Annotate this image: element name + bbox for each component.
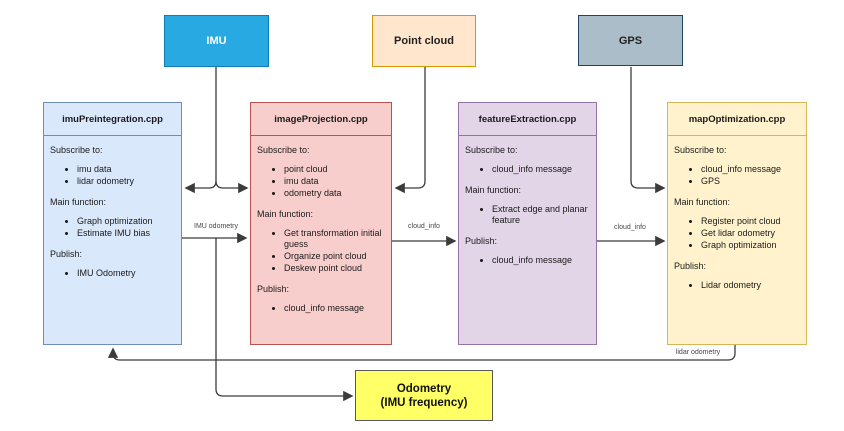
- connector-imu-to-imageprojection: [215, 180, 249, 194]
- list-item: Extract edge and planar feature: [492, 204, 591, 226]
- module-imupreintegration: imuPreintegration.cpp Subscribe to: imu …: [43, 102, 182, 345]
- module-title: mapOptimization.cpp: [668, 103, 806, 136]
- connector-pointcloud-to-imageprojection: [394, 67, 426, 194]
- module-body: Subscribe to: cloud_info message Main fu…: [459, 136, 596, 266]
- section-list: Register point cloud Get lidar odometry …: [674, 216, 801, 251]
- list-item: cloud_info message: [701, 164, 801, 175]
- section-label: Subscribe to:: [50, 145, 103, 155]
- list-item: Get lidar odometry: [701, 228, 801, 239]
- section-label: Publish:: [465, 236, 498, 246]
- module-title: imageProjection.cpp: [251, 103, 391, 136]
- list-item: cloud_info message: [492, 164, 591, 175]
- section-label: Publish:: [257, 284, 290, 294]
- section-list: cloud_info message: [257, 303, 386, 314]
- list-item: Estimate IMU bias: [77, 228, 176, 239]
- list-item: Graph optimization: [701, 240, 801, 251]
- source-box-point-cloud: Point cloud: [372, 15, 476, 67]
- section-label: Main function:: [50, 197, 107, 207]
- section-label: Main function:: [674, 197, 731, 207]
- section-list: point cloud imu data odometry data: [257, 164, 386, 199]
- edge-label-cloud-info-1: cloud_info: [408, 223, 440, 230]
- module-body: Subscribe to: cloud_info message GPS Mai…: [668, 136, 806, 291]
- source-label-point-cloud: Point cloud: [394, 35, 454, 47]
- output-box-line1: Odometry: [396, 382, 452, 395]
- section-list: Extract edge and planar feature: [465, 204, 591, 226]
- output-box-odometry: Odometry (IMU frequency): [355, 370, 493, 421]
- list-item: odometry data: [284, 188, 386, 199]
- module-title: imuPreintegration.cpp: [44, 103, 181, 136]
- list-item: point cloud: [284, 164, 386, 175]
- section-label: Publish:: [50, 249, 83, 259]
- connector-lidarodometry-feedback: [107, 345, 736, 361]
- section-list: cloud_info message: [465, 255, 591, 266]
- section-list: Graph optimization Estimate IMU bias: [50, 216, 176, 239]
- list-item: imu data: [77, 164, 176, 175]
- edge-label-cloud-info-2: cloud_info: [614, 224, 646, 231]
- module-body: Subscribe to: point cloud imu data odome…: [251, 136, 391, 314]
- list-item: Get transformation initial guess: [284, 228, 386, 250]
- section-label: Subscribe to:: [257, 145, 310, 155]
- section-label: Main function:: [465, 185, 522, 195]
- section-list: Get transformation initial guess Organiz…: [257, 228, 386, 274]
- edge-label-imu-odometry: IMU odometry: [194, 223, 238, 230]
- section-list: IMU Odometry: [50, 268, 176, 279]
- list-item: cloud_info message: [284, 303, 386, 314]
- list-item: Lidar odometry: [701, 280, 801, 291]
- section-list: cloud_info message GPS: [674, 164, 801, 187]
- list-item: Deskew point cloud: [284, 263, 386, 274]
- source-box-gps: GPS: [578, 15, 683, 66]
- list-item: imu data: [284, 176, 386, 187]
- module-title: featureExtraction.cpp: [459, 103, 596, 136]
- source-label-gps: GPS: [618, 34, 643, 47]
- source-label-imu: IMU: [206, 35, 227, 47]
- edge-label-lidar-odometry: lidar odometry: [675, 349, 721, 356]
- list-item: cloud_info message: [492, 255, 591, 266]
- section-label: Subscribe to:: [674, 145, 727, 155]
- section-label: Subscribe to:: [465, 145, 518, 155]
- section-label: Publish:: [674, 261, 707, 271]
- section-list: cloud_info message: [465, 164, 591, 175]
- source-box-imu: IMU: [164, 15, 269, 67]
- module-mapoptimization: mapOptimization.cpp Subscribe to: cloud_…: [667, 102, 807, 345]
- output-box-line2: (IMU frequency): [380, 396, 468, 409]
- section-label: Main function:: [257, 209, 314, 219]
- section-list: imu data lidar odometry: [50, 164, 176, 187]
- module-featureextraction: featureExtraction.cpp Subscribe to: clou…: [458, 102, 597, 345]
- connector-imu-to-imupreintegration: [184, 67, 217, 194]
- list-item: Graph optimization: [77, 216, 176, 227]
- connector-gps-to-mapoptimization: [630, 67, 666, 194]
- list-item: Organize point cloud: [284, 251, 386, 262]
- module-body: Subscribe to: imu data lidar odometry Ma…: [44, 136, 181, 279]
- section-list: Lidar odometry: [674, 280, 801, 291]
- list-item: lidar odometry: [77, 176, 176, 187]
- list-item: Register point cloud: [701, 216, 801, 227]
- list-item: IMU Odometry: [77, 268, 176, 279]
- module-imageprojection: imageProjection.cpp Subscribe to: point …: [250, 102, 392, 345]
- list-item: GPS: [701, 176, 801, 187]
